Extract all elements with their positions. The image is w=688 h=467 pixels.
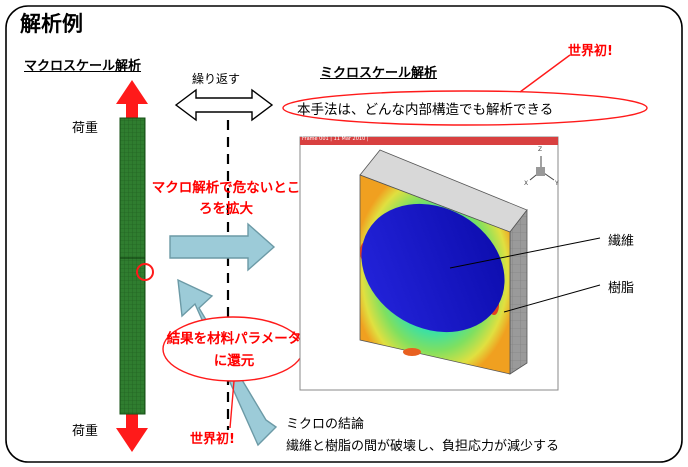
critical-region-marker <box>136 263 154 281</box>
zoom-callout: マクロ解析で危ないところを拡大 <box>151 180 301 217</box>
method-note: 本手法は、どんな内部構造でも解析できる <box>297 102 554 118</box>
load-arrow-up-icon <box>116 80 148 122</box>
load-top-label: 荷重 <box>72 121 99 136</box>
slide-frame <box>5 5 683 463</box>
resin-leader <box>503 284 601 313</box>
repeat-arrow-icon <box>174 88 274 122</box>
load-arrow-down-icon <box>116 410 148 452</box>
window-caption: Frame 001 | 11 Mar 2010 | <box>302 136 369 142</box>
fiber-label: 繊維 <box>608 234 635 249</box>
conclusion-title: ミクロの結論 <box>286 417 365 432</box>
world-first-top: 世界初! <box>568 44 613 59</box>
world-first-bottom: 世界初! <box>190 432 235 447</box>
page-title: 解析例 <box>20 12 83 36</box>
repeat-label: 繰り返す <box>192 72 241 86</box>
conclusion-text: 繊維と樹脂の間が破壊し、負担応力が減少する <box>286 439 560 454</box>
axis-y-label: Y <box>555 180 559 187</box>
method-ellipse <box>282 90 648 126</box>
zoom-arrow-icon <box>169 222 276 272</box>
axis-z-label: Z <box>538 146 543 153</box>
macro-heading: マクロスケール解析 <box>24 59 142 74</box>
feedback-callout: 結果を材料パラメータに還元 <box>166 331 302 369</box>
load-bottom-label: 荷重 <box>72 424 99 439</box>
resin-label: 樹脂 <box>608 281 635 296</box>
fiber-cross-section <box>361 203 505 333</box>
axis-x-label: X <box>524 180 529 187</box>
fiber-leader <box>449 237 601 269</box>
micro-heading: ミクロスケール解析 <box>320 66 438 81</box>
